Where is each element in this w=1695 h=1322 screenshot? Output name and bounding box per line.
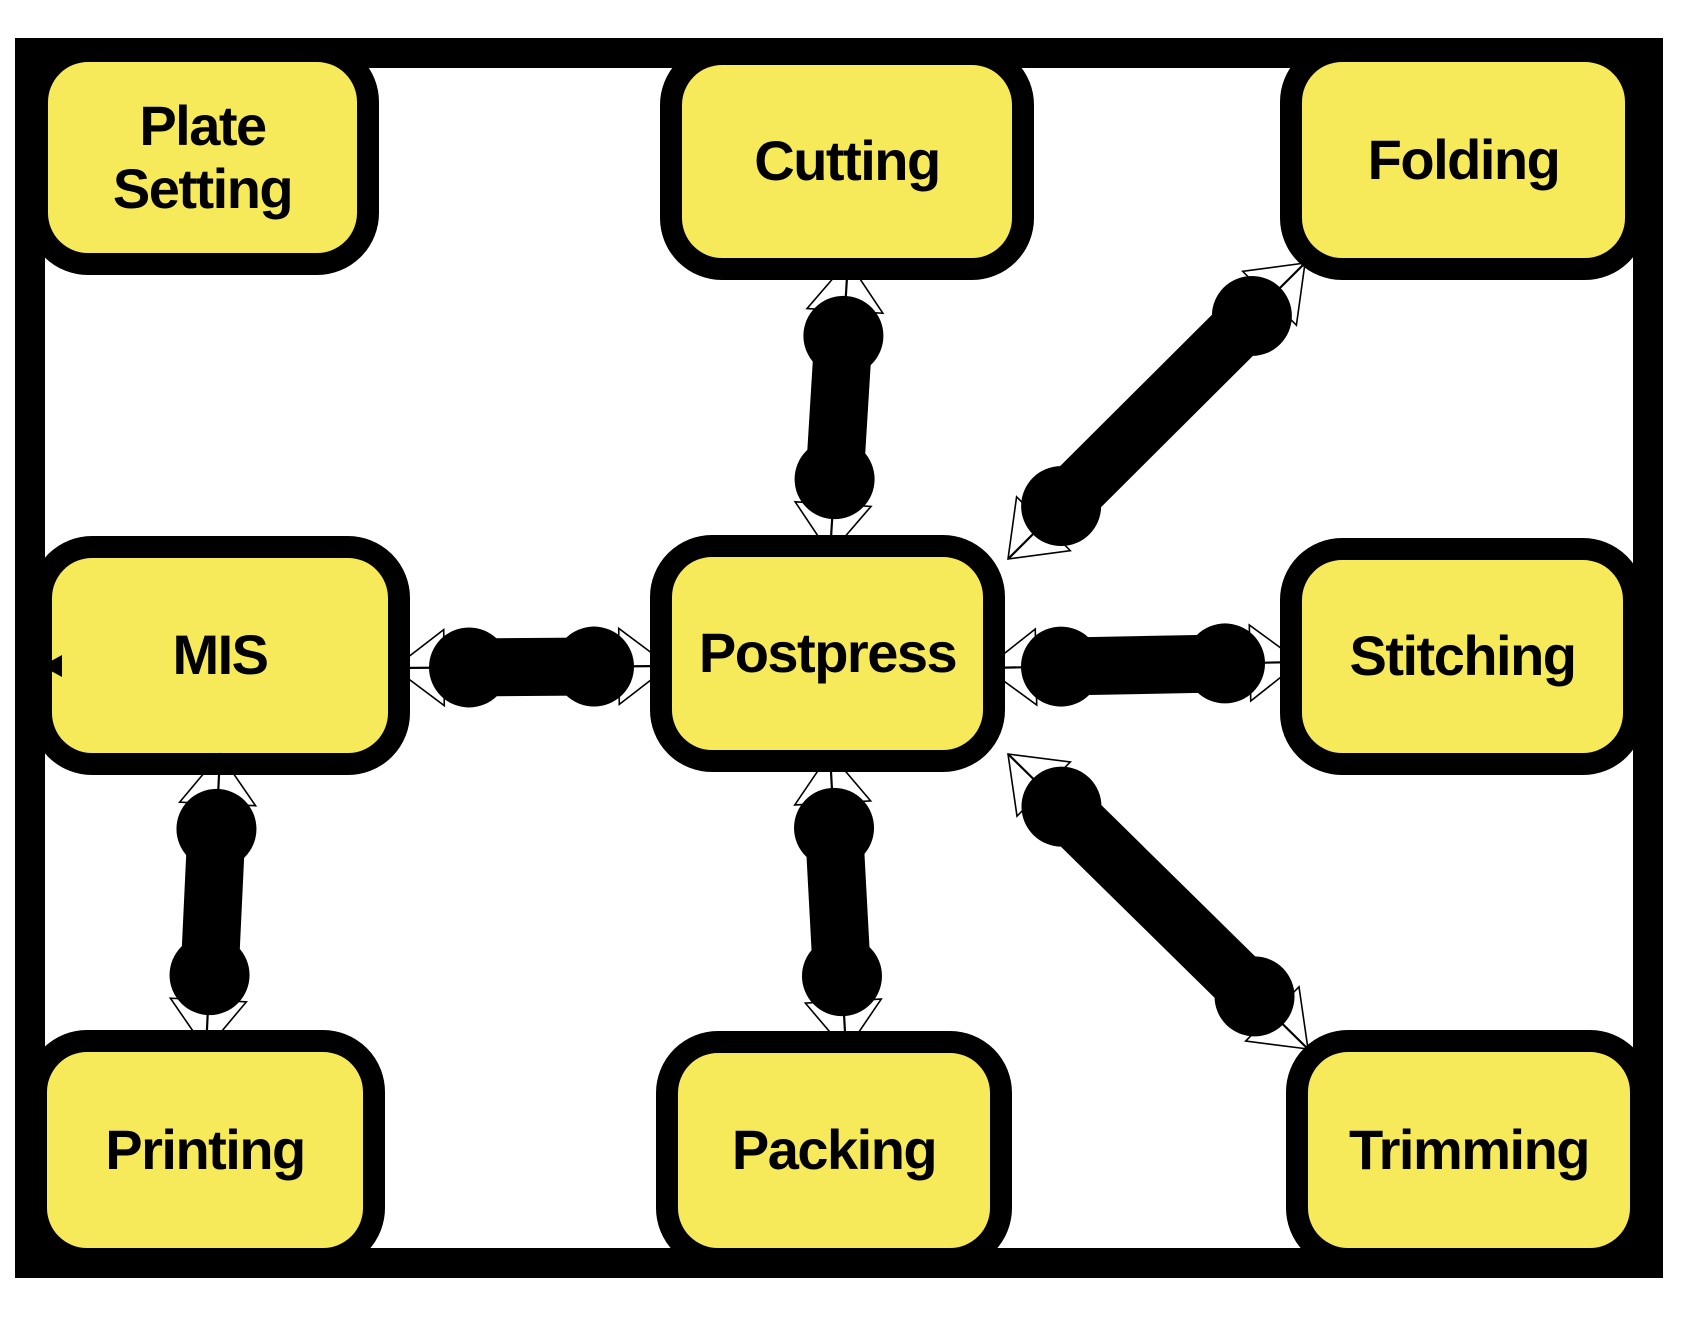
node-label: Cutting [754,129,941,193]
node-stitching: Stitching [1280,538,1645,775]
node-cutting: Cutting [660,43,1034,280]
node-printing: Printing [25,1030,385,1270]
node-folding: Folding [1280,40,1647,280]
node-label: Packing [731,1118,938,1182]
node-trimming: Trimming [1286,1030,1652,1270]
node-label: Stitching [1349,624,1577,688]
node-packing: Packing [656,1031,1012,1270]
node-postpress: Postpress [650,535,1005,772]
node-label: Trimming [1348,1117,1591,1181]
node-mis: MIS [30,536,410,775]
node-label: Postpress [698,621,958,685]
node-label: Plate Setting [112,93,294,220]
node-label: Folding [1367,127,1561,191]
node-plate-setting: Plate Setting [26,40,379,275]
node-label: MIS [172,623,269,687]
node-label: Printing [105,1117,306,1181]
